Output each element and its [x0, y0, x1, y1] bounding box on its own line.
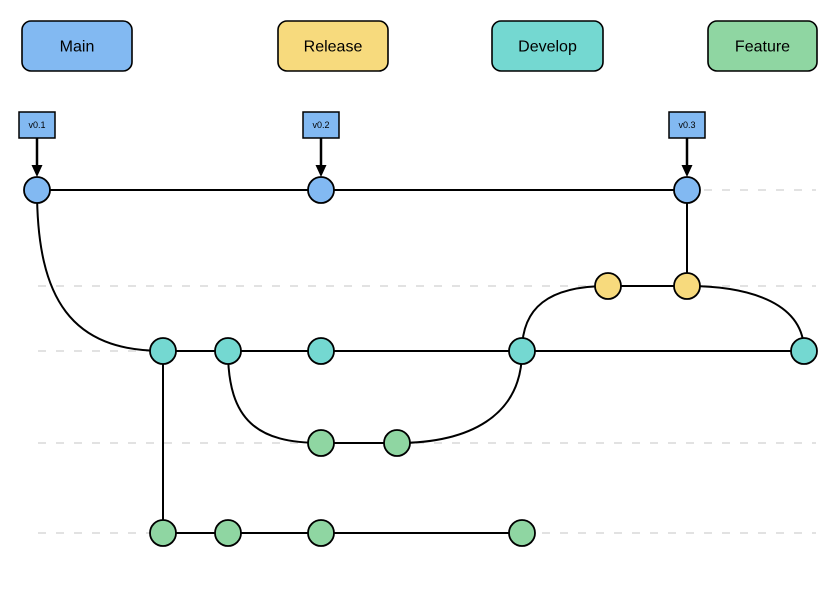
commit-node-develop-8	[508, 337, 536, 365]
legend-develop-box	[491, 20, 604, 72]
edge-develop-to-release-branch	[521, 285, 609, 352]
tag-arrowhead-icon-v0.3	[681, 165, 693, 177]
commit-node-main-1	[307, 176, 335, 204]
legend-release-label: Release	[304, 39, 363, 56]
commit-node-develop-6	[214, 337, 242, 365]
commit-node-main-0	[23, 176, 51, 204]
commit-node-feature-15	[508, 519, 536, 547]
tag-arrowhead-icon-v0.2	[315, 165, 327, 177]
legend-main-label: Main	[60, 39, 95, 56]
tag-label-v0.3: v0.3	[678, 120, 695, 130]
legend-feature-box	[707, 20, 818, 72]
edge-develop-to-feature1-branch	[227, 350, 322, 444]
commit-node-develop-7	[307, 337, 335, 365]
tag-box-v0.2	[302, 111, 340, 139]
commit-node-release-4	[673, 272, 701, 300]
legend-main-box	[21, 20, 133, 72]
commit-node-feature-12	[149, 519, 177, 547]
edge-feature1-merge-to-develop	[396, 350, 523, 444]
tag-arrowhead-icon-v0.1	[31, 165, 43, 177]
legend-feature-label: Feature	[735, 39, 790, 56]
tag-label-v0.1: v0.1	[28, 120, 45, 130]
commit-node-develop-9	[790, 337, 818, 365]
tag-box-v0.3	[668, 111, 706, 139]
edge-release-merge-to-develop	[686, 285, 805, 352]
legend-release-box	[277, 20, 389, 72]
commit-node-feature-11	[383, 429, 411, 457]
tag-label-v0.2: v0.2	[312, 120, 329, 130]
legend-develop-label: Develop	[518, 39, 577, 56]
commit-node-release-3	[594, 272, 622, 300]
commit-node-feature-14	[307, 519, 335, 547]
commit-node-feature-10	[307, 429, 335, 457]
tag-box-v0.1	[18, 111, 56, 139]
commit-node-develop-5	[149, 337, 177, 365]
commit-node-main-2	[673, 176, 701, 204]
edge-main-to-develop-branch	[36, 189, 164, 352]
commit-node-feature-13	[214, 519, 242, 547]
